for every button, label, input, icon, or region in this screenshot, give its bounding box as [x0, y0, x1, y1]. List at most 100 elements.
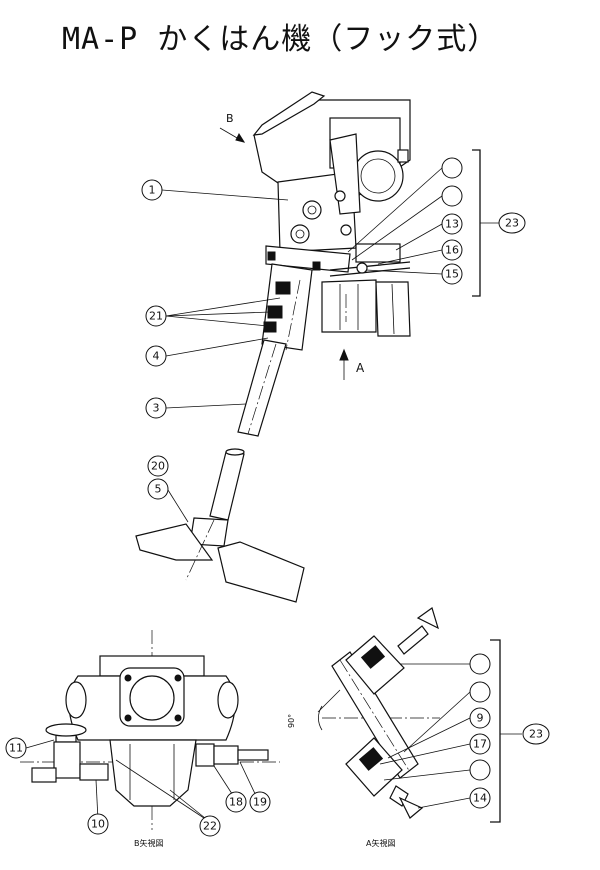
callout-4	[145, 345, 167, 367]
leader-15	[365, 269, 443, 275]
callout-15-text: 15	[445, 268, 459, 281]
b-view-screw-a	[124, 674, 132, 682]
callout-22-text: 22	[203, 820, 217, 833]
callout-17	[469, 733, 491, 755]
a-view: 90° 9 17 14 23 A矢視図	[287, 607, 550, 848]
a-view-lower-tip	[398, 796, 424, 819]
a-view-upper-rod	[397, 625, 429, 655]
callout-21-text: 21	[149, 310, 163, 323]
callout-20-text: 20	[151, 460, 165, 473]
callout-11-text: 11	[9, 742, 23, 755]
callout-22	[199, 815, 221, 837]
b-view-cover-round	[129, 675, 175, 721]
leader-3	[165, 403, 247, 409]
callout-5	[147, 478, 169, 500]
arrow-a-label: A	[356, 361, 365, 375]
leader-empty-e	[383, 769, 471, 781]
arrow-b-head	[235, 132, 246, 143]
callout-15	[441, 263, 463, 285]
callout-3-text: 3	[153, 402, 160, 415]
b-view-fitting-nut	[195, 743, 215, 767]
main-view: B A	[135, 91, 526, 603]
flange-nut-left	[267, 251, 276, 261]
leader-21b	[165, 311, 271, 317]
b-view-right-lobe	[217, 681, 239, 719]
shaft-centerline-upper	[285, 279, 301, 351]
leader-16	[377, 249, 443, 265]
callout-5-text: 5	[155, 483, 162, 496]
leader-10	[95, 779, 99, 821]
a-view-lower-clamp-nut	[358, 747, 384, 771]
callout-3	[145, 397, 167, 419]
leader-5	[167, 489, 189, 523]
b-view: 11 10 22 18 19 B矢視図	[5, 630, 280, 848]
group-bracket-bottom	[490, 639, 501, 823]
callout-1-text: 1	[149, 184, 156, 197]
leader-empty-a	[347, 167, 443, 253]
callout-empty-c	[469, 653, 491, 675]
bolt-small-a	[334, 190, 346, 202]
b-view-lower-body	[109, 739, 197, 807]
callout-23-top	[498, 212, 526, 234]
callout-4-text: 4	[153, 350, 160, 363]
b-view-valve-handle	[45, 723, 87, 737]
callout-10	[87, 813, 109, 835]
motor-top-edge	[252, 91, 326, 136]
callout-9-text: 9	[477, 712, 484, 725]
callout-13	[441, 213, 463, 235]
b-view-screw-b	[174, 674, 182, 682]
bolt-lower	[290, 224, 310, 244]
a-view-upper-tip	[416, 607, 439, 630]
a-view-lower-clamp	[345, 737, 403, 797]
clamp-top-block	[355, 243, 401, 263]
a-view-angle-label: 90°	[287, 714, 296, 728]
impeller-blade-right	[217, 541, 305, 603]
leader-empty-b	[351, 195, 443, 261]
callout-17-text: 17	[473, 738, 487, 751]
page-title: MA-P かくはん機（フック式）	[62, 22, 499, 57]
callout-21	[145, 305, 167, 327]
b-view-screw-c	[124, 714, 132, 722]
arrow-a-head	[339, 348, 349, 361]
callout-19-text: 19	[253, 796, 267, 809]
set-screw-a	[275, 281, 291, 295]
leader-21a	[165, 297, 281, 317]
leader-22a	[169, 789, 211, 823]
a-view-stem	[331, 651, 419, 779]
callout-13-text: 13	[445, 218, 459, 231]
callout-9	[469, 707, 491, 729]
set-screw-b	[267, 305, 283, 319]
callout-18	[225, 791, 247, 813]
bolt-small-b	[340, 224, 352, 236]
base-flange	[265, 245, 351, 273]
b-view-screw-d	[174, 714, 182, 722]
motor-round-cap-inner	[360, 158, 396, 194]
b-view-valve-outlet	[79, 763, 109, 781]
b-view-valve-inlet	[31, 767, 57, 783]
bolt-upper	[302, 200, 322, 220]
impeller-centerline	[185, 519, 215, 581]
leader-21c	[165, 315, 269, 327]
callout-23-bottom	[522, 723, 550, 745]
impeller-blade-left	[135, 523, 214, 561]
b-view-caption: B矢視図	[134, 838, 164, 848]
leader-13	[395, 223, 443, 251]
shaft-lower	[209, 451, 245, 521]
callout-20	[147, 455, 169, 477]
b-view-left-lobe	[65, 681, 87, 719]
leader-22b	[115, 759, 211, 823]
flange-nut-right	[312, 261, 321, 271]
leader-11	[25, 739, 55, 749]
clamp-bar-lower	[329, 267, 411, 277]
callout-16-text: 16	[445, 244, 459, 257]
bolt-lower-inner	[295, 229, 305, 239]
callout-empty-a	[441, 157, 463, 179]
motor-round-cap	[352, 150, 404, 202]
callout-1	[141, 179, 163, 201]
a-view-angle-arc	[318, 705, 323, 731]
set-screw-c	[263, 321, 277, 333]
group-bracket-top	[472, 149, 481, 297]
shaft-lower-end	[225, 448, 245, 456]
b-view-fitting-pipe	[237, 749, 269, 761]
a-view-caption: A矢視図	[366, 838, 395, 848]
